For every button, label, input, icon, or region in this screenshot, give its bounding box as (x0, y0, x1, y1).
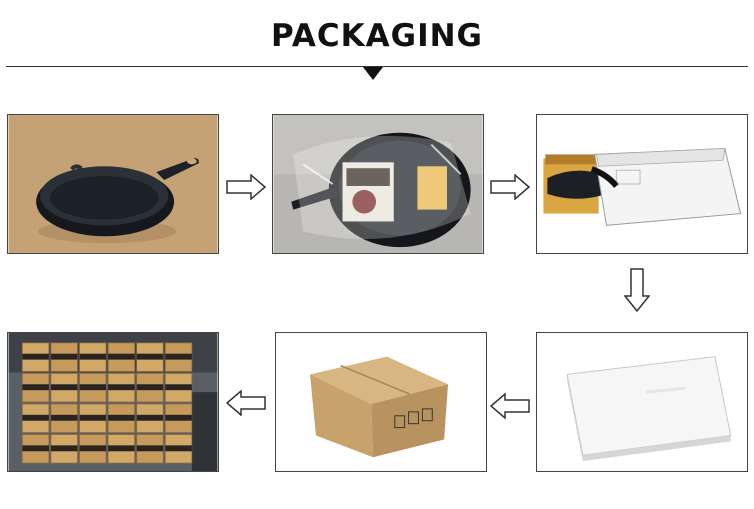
step-5-carton-photo (275, 332, 487, 472)
step-4-white-box-photo (536, 332, 748, 472)
step-6-pallet-photo (7, 332, 219, 472)
step-2-wrapped-skillet-photo (272, 114, 484, 254)
title-divider (6, 66, 748, 67)
page-title: PACKAGING (271, 18, 483, 54)
arrow-right-icon (226, 174, 266, 200)
arrow-right-icon (490, 174, 530, 200)
arrow-left-icon (226, 390, 266, 416)
arrow-down-icon (624, 268, 650, 312)
arrow-left-icon (490, 393, 530, 419)
pointer-triangle-icon (363, 67, 383, 80)
step-1-skillet-photo (7, 114, 219, 254)
step-3-boxing-photo (536, 114, 748, 254)
